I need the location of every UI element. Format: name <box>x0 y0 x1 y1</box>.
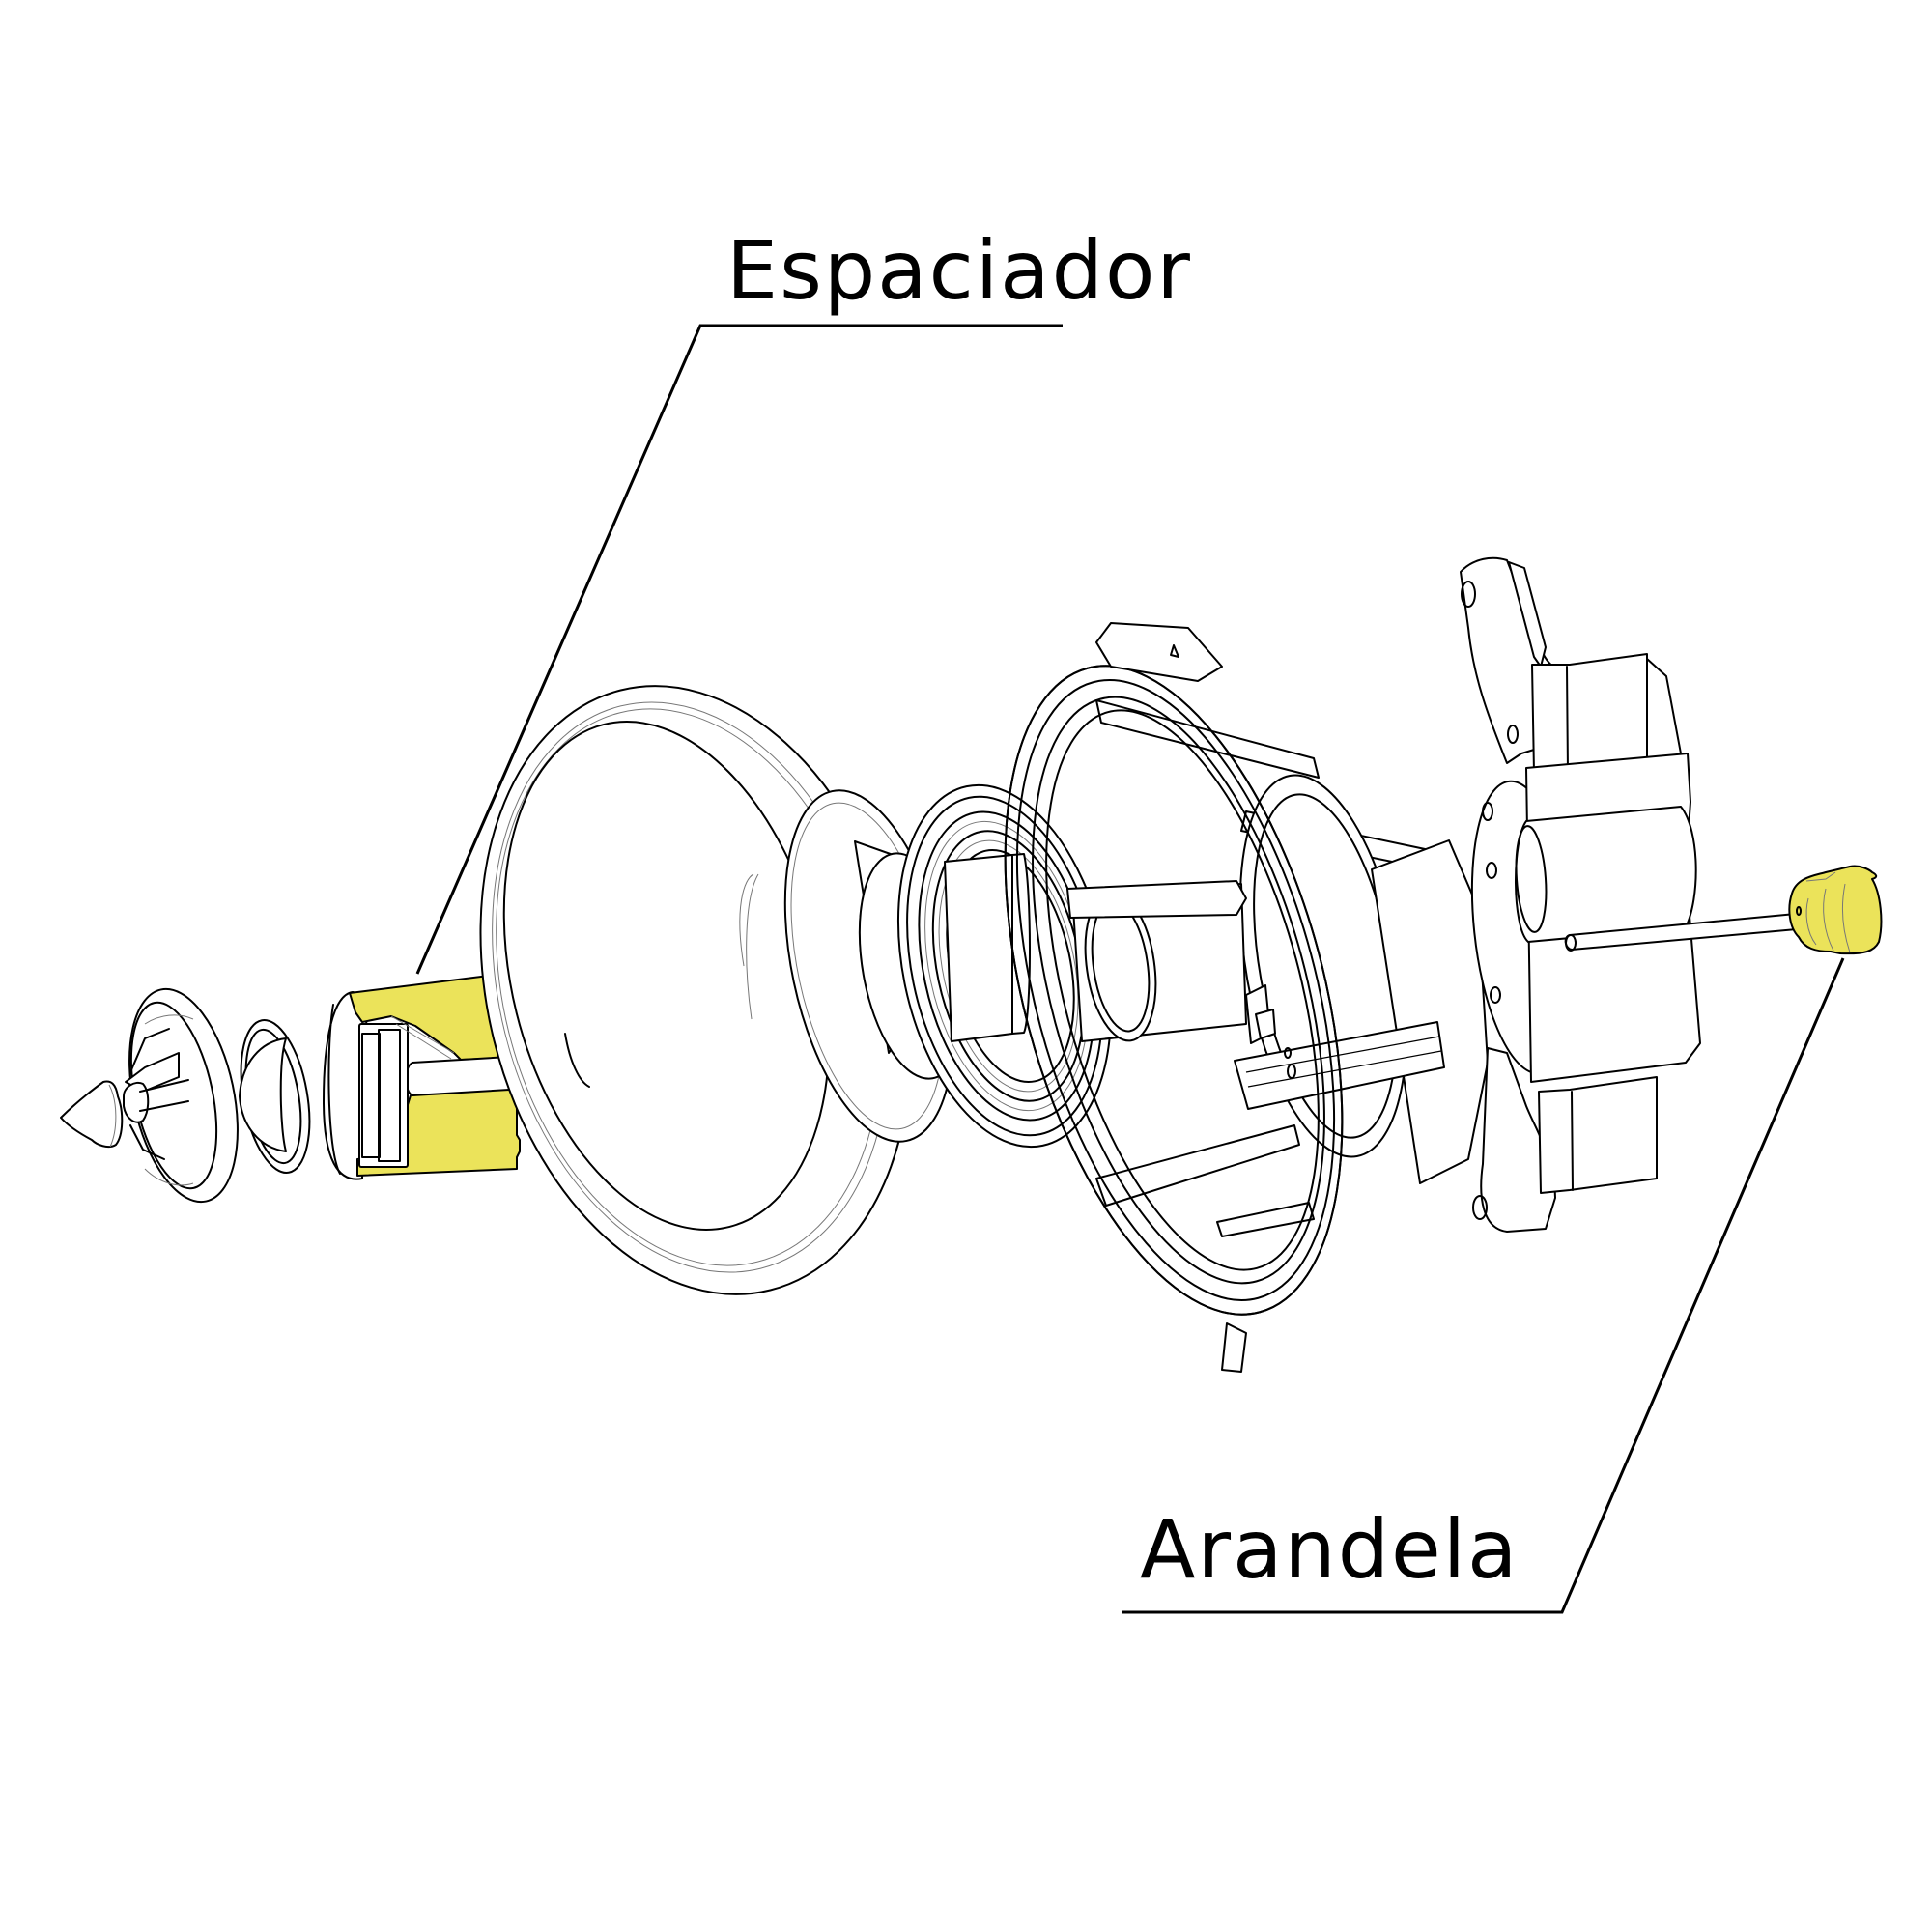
callout-label-espaciador: Espaciador <box>726 223 1192 318</box>
spider <box>896 783 1113 1149</box>
leader-line-arandela <box>1122 957 1845 1614</box>
magnet-motor-assembly <box>1460 556 1701 1233</box>
leader-line-espaciador <box>415 324 1063 975</box>
tweeter-dome <box>239 1019 311 1174</box>
phase-plug-tip <box>60 1080 124 1149</box>
tweeter-grille-frame <box>123 987 239 1204</box>
center-rod <box>1564 911 1819 952</box>
callout-label-arandela: Arandela <box>1140 1502 1520 1597</box>
washer <box>1788 865 1883 955</box>
basket-frame <box>1004 622 1489 1373</box>
